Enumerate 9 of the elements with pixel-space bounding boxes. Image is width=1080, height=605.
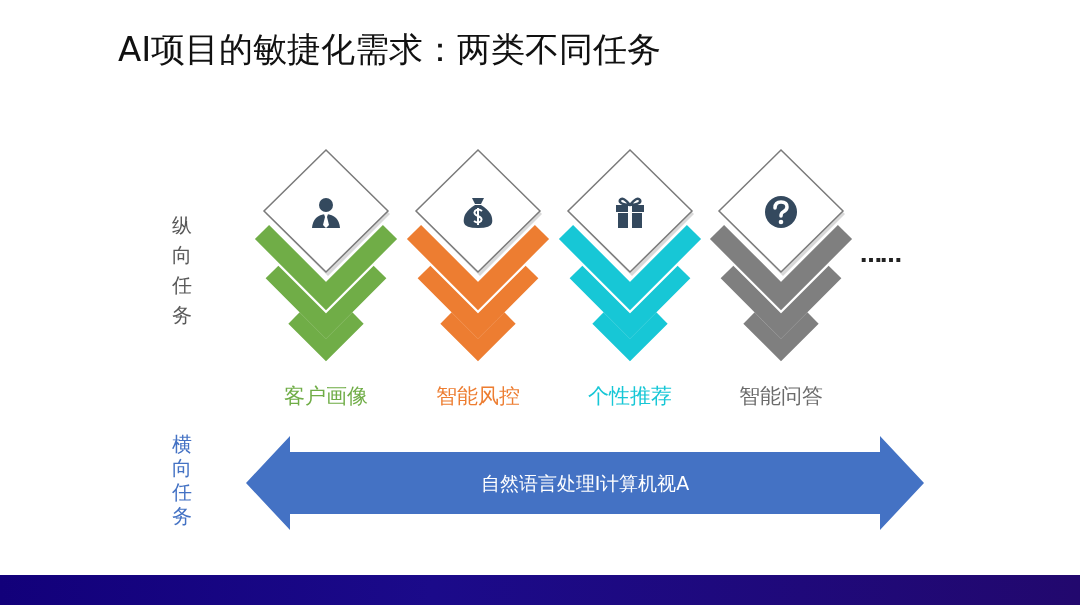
band-label: 自然语言处理I计算机视A <box>479 471 691 496</box>
task-label: 智能问答 <box>738 383 824 410</box>
task-label: 客户画像 <box>283 383 369 410</box>
slide-title: AI项目的敏捷化需求：两类不同任务 <box>118 28 662 71</box>
ellipsis-text: …… <box>860 242 900 267</box>
axis-caption: 纵向任务 <box>172 212 193 329</box>
axis-caption: 横向任务 <box>172 432 193 528</box>
task-label: 智能风控 <box>435 383 521 410</box>
task-label: 个性推荐 <box>587 383 673 410</box>
